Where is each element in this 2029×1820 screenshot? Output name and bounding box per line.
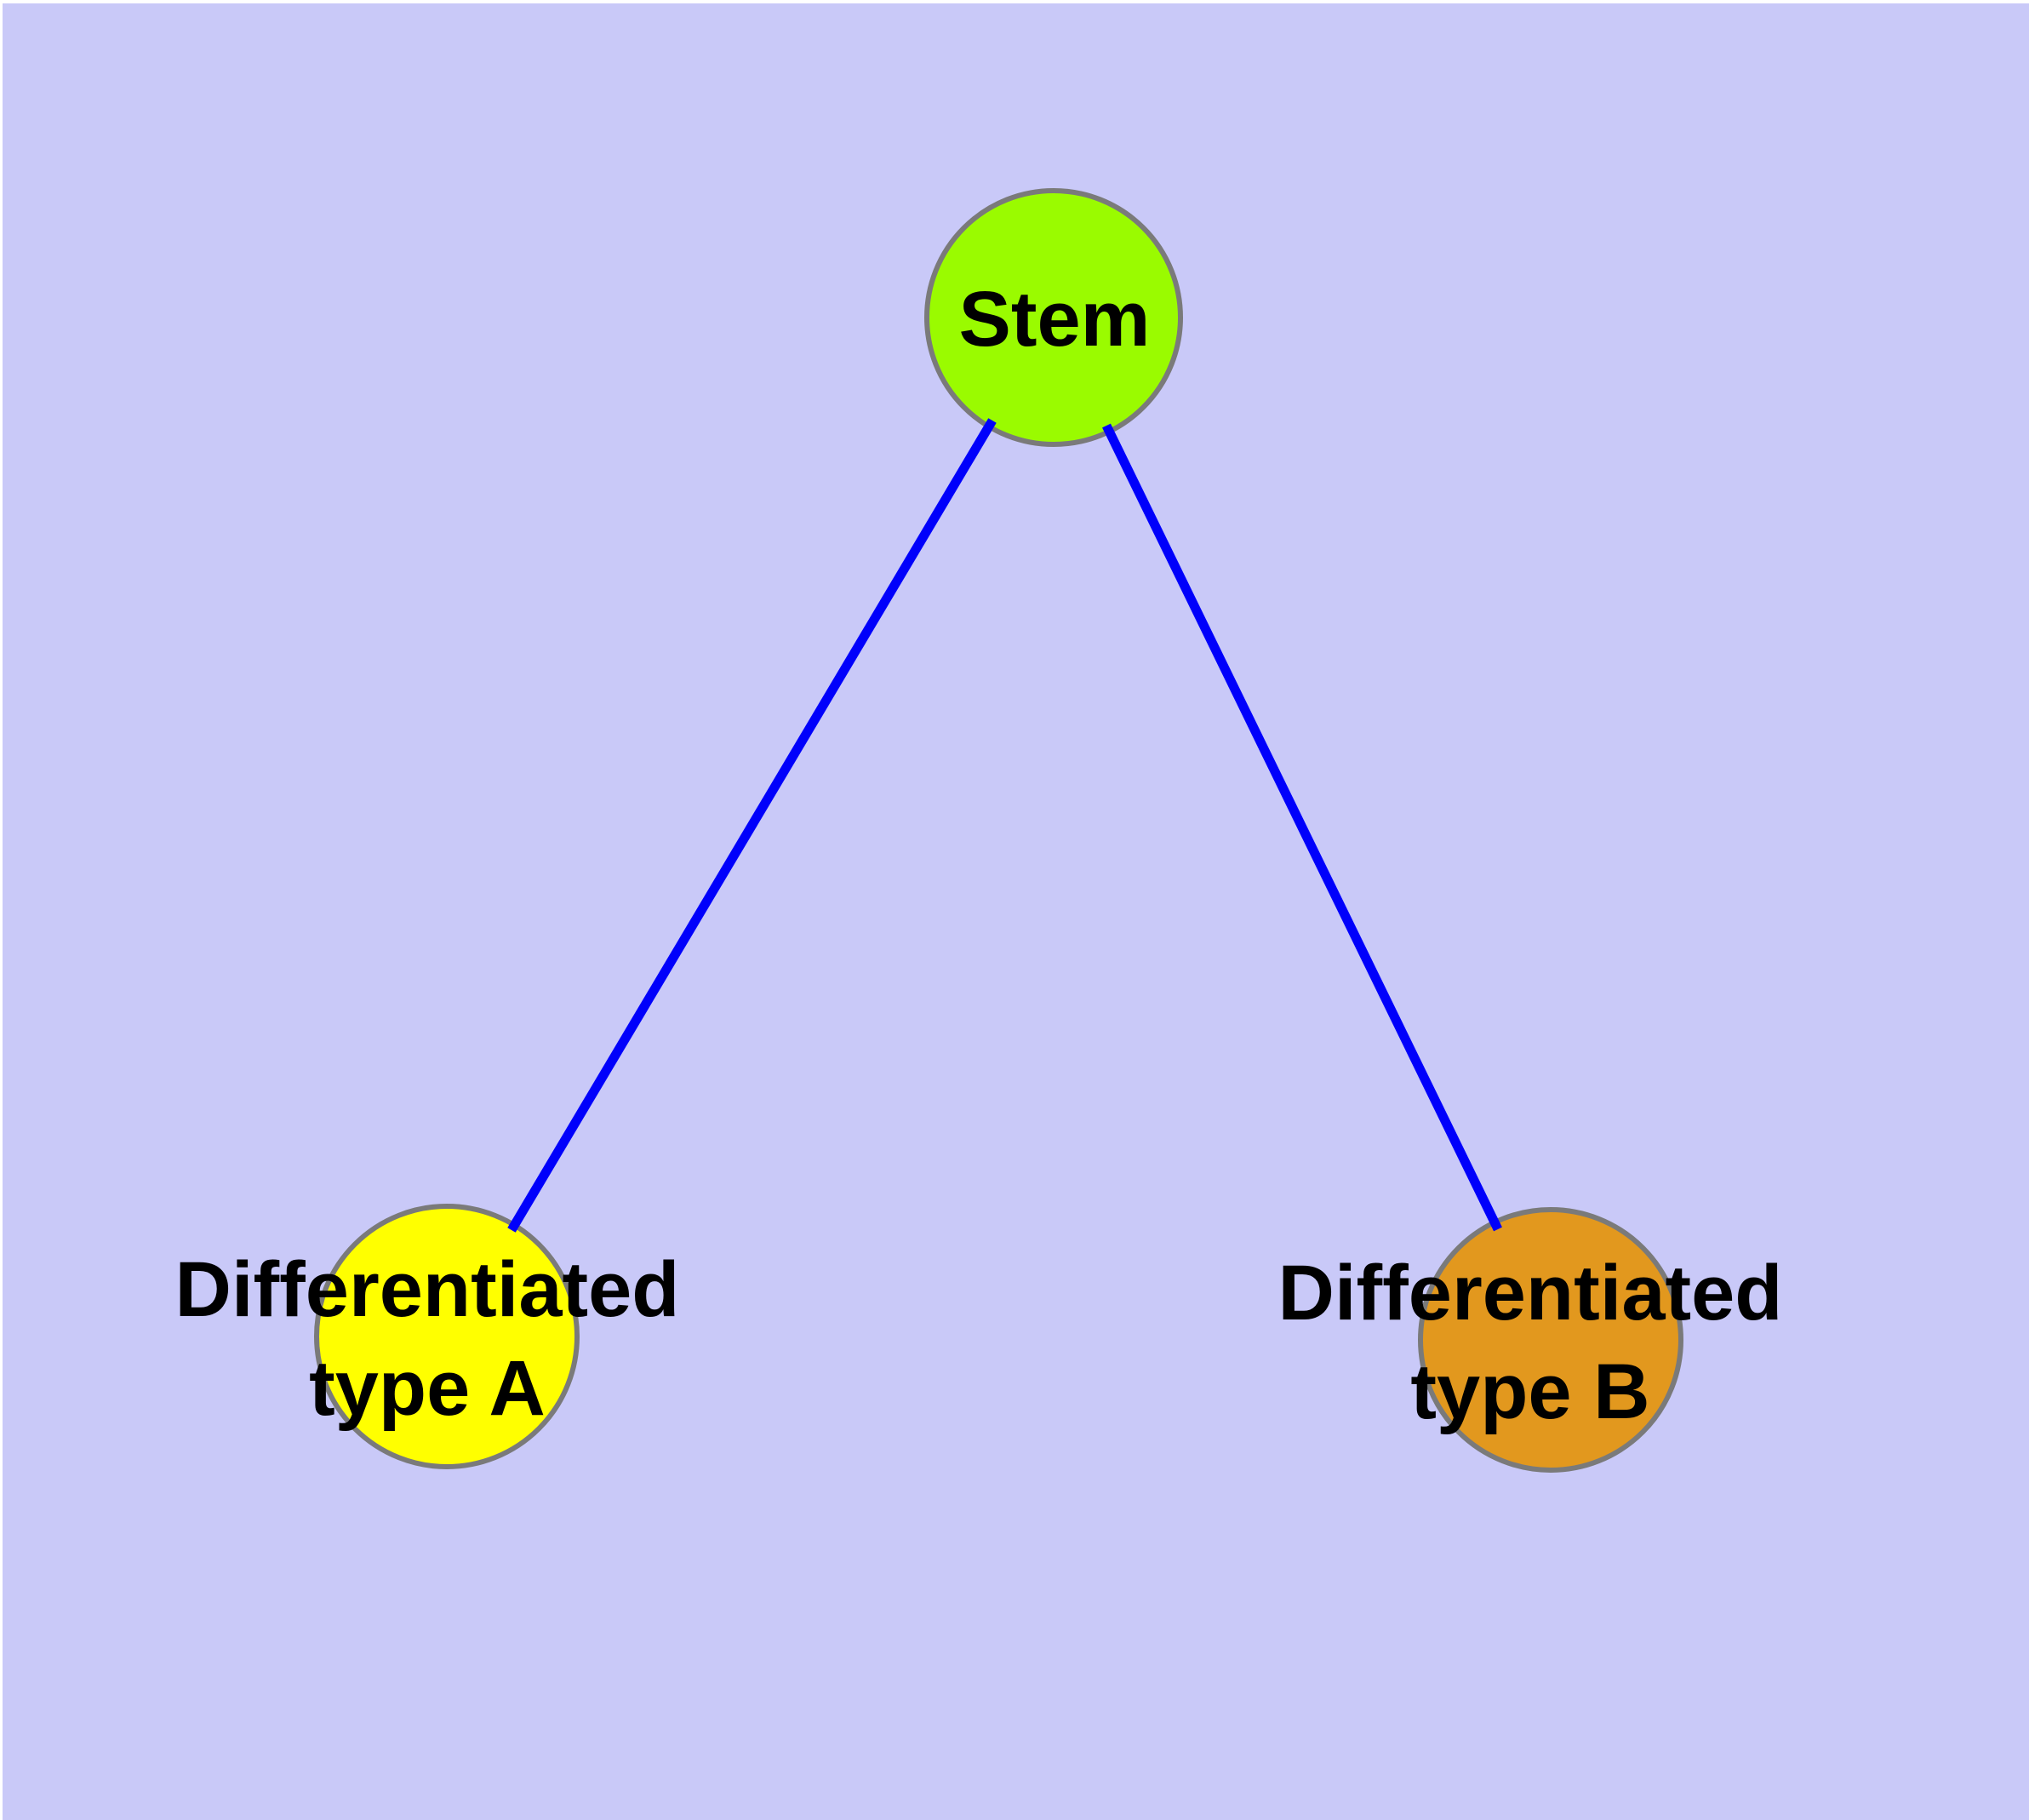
edge-stem-to-type-a xyxy=(507,418,997,1233)
type-a-label-line-2: type A xyxy=(309,1345,546,1432)
type-a-node-label: Differentiated type A xyxy=(175,1240,680,1438)
type-b-label-line-1: Differentiated xyxy=(1277,1250,1783,1336)
edge-stem-to-type-b xyxy=(1102,423,1502,1232)
stem-node-label: Stem xyxy=(958,276,1151,363)
type-a-label-line-1: Differentiated xyxy=(174,1246,680,1333)
type-b-node xyxy=(1418,1207,1683,1473)
type-b-node-label: Differentiated type B xyxy=(1278,1244,1783,1441)
type-b-label-line-2: type B xyxy=(1410,1348,1650,1435)
type-a-node xyxy=(314,1204,580,1469)
stem-node xyxy=(924,188,1183,447)
